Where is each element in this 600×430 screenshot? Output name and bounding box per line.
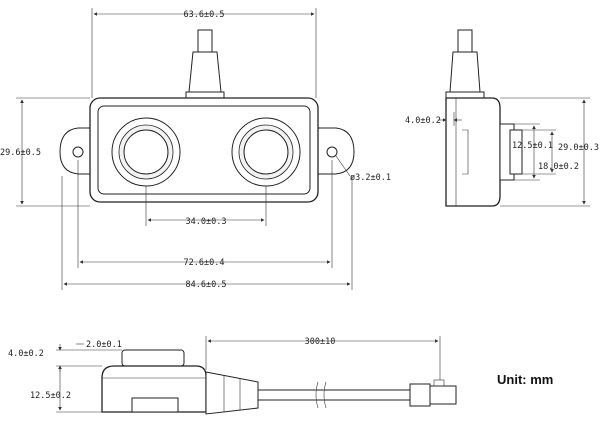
dim-cap-height: 4.0±0.2 — [8, 349, 44, 359]
dim-hole-spacing: 72.6±0.4 — [184, 258, 225, 268]
side-view: 4.0±0.2 12.5±0.1 18.0±0.2 29.0±0.3 — [405, 29, 599, 207]
dim-side-outer-height: 29.0±0.3 — [558, 143, 599, 153]
mounting-hole-right — [326, 146, 338, 158]
dim-height-left: 29.6±0.5 — [0, 148, 41, 158]
dim-cap-offset: 2.0±0.1 — [86, 340, 122, 350]
unit-label: Unit: mm — [497, 372, 553, 387]
ultrasonic-transducer-left — [111, 117, 181, 187]
mounting-ears — [59, 127, 355, 175]
dim-side-inner-height: 12.5±0.1 — [512, 141, 553, 151]
dim-body-height: 12.5±0.2 — [30, 391, 71, 401]
strain-relief — [205, 371, 259, 415]
dim-cable-length: 300±10 — [305, 337, 336, 347]
sensor-cap — [121, 349, 185, 367]
dim-overall-width: 84.6±0.5 — [186, 280, 227, 290]
bottom-view: 300±10 4.0±0.2 2.0±0.1 12.5±0.2 — [8, 336, 457, 415]
front-view: 63.6±0.5 29.6±0.5 ø3.2±0.1 34.0±0.3 72.6… — [0, 8, 391, 290]
dim-hole-diameter: ø3.2±0.1 — [350, 173, 391, 183]
dim-width-top: 63.6±0.5 — [184, 10, 225, 20]
dim-side-depth: 4.0±0.2 — [405, 116, 441, 126]
dim-side-connector-height: 18.0±0.2 — [538, 162, 579, 172]
mounting-hole-left — [72, 146, 84, 158]
connector-plug — [409, 383, 431, 407]
ultrasonic-transducer-right — [231, 117, 301, 187]
cable-gland — [185, 29, 225, 99]
dim-sensor-spacing: 34.0±0.3 — [186, 217, 227, 227]
